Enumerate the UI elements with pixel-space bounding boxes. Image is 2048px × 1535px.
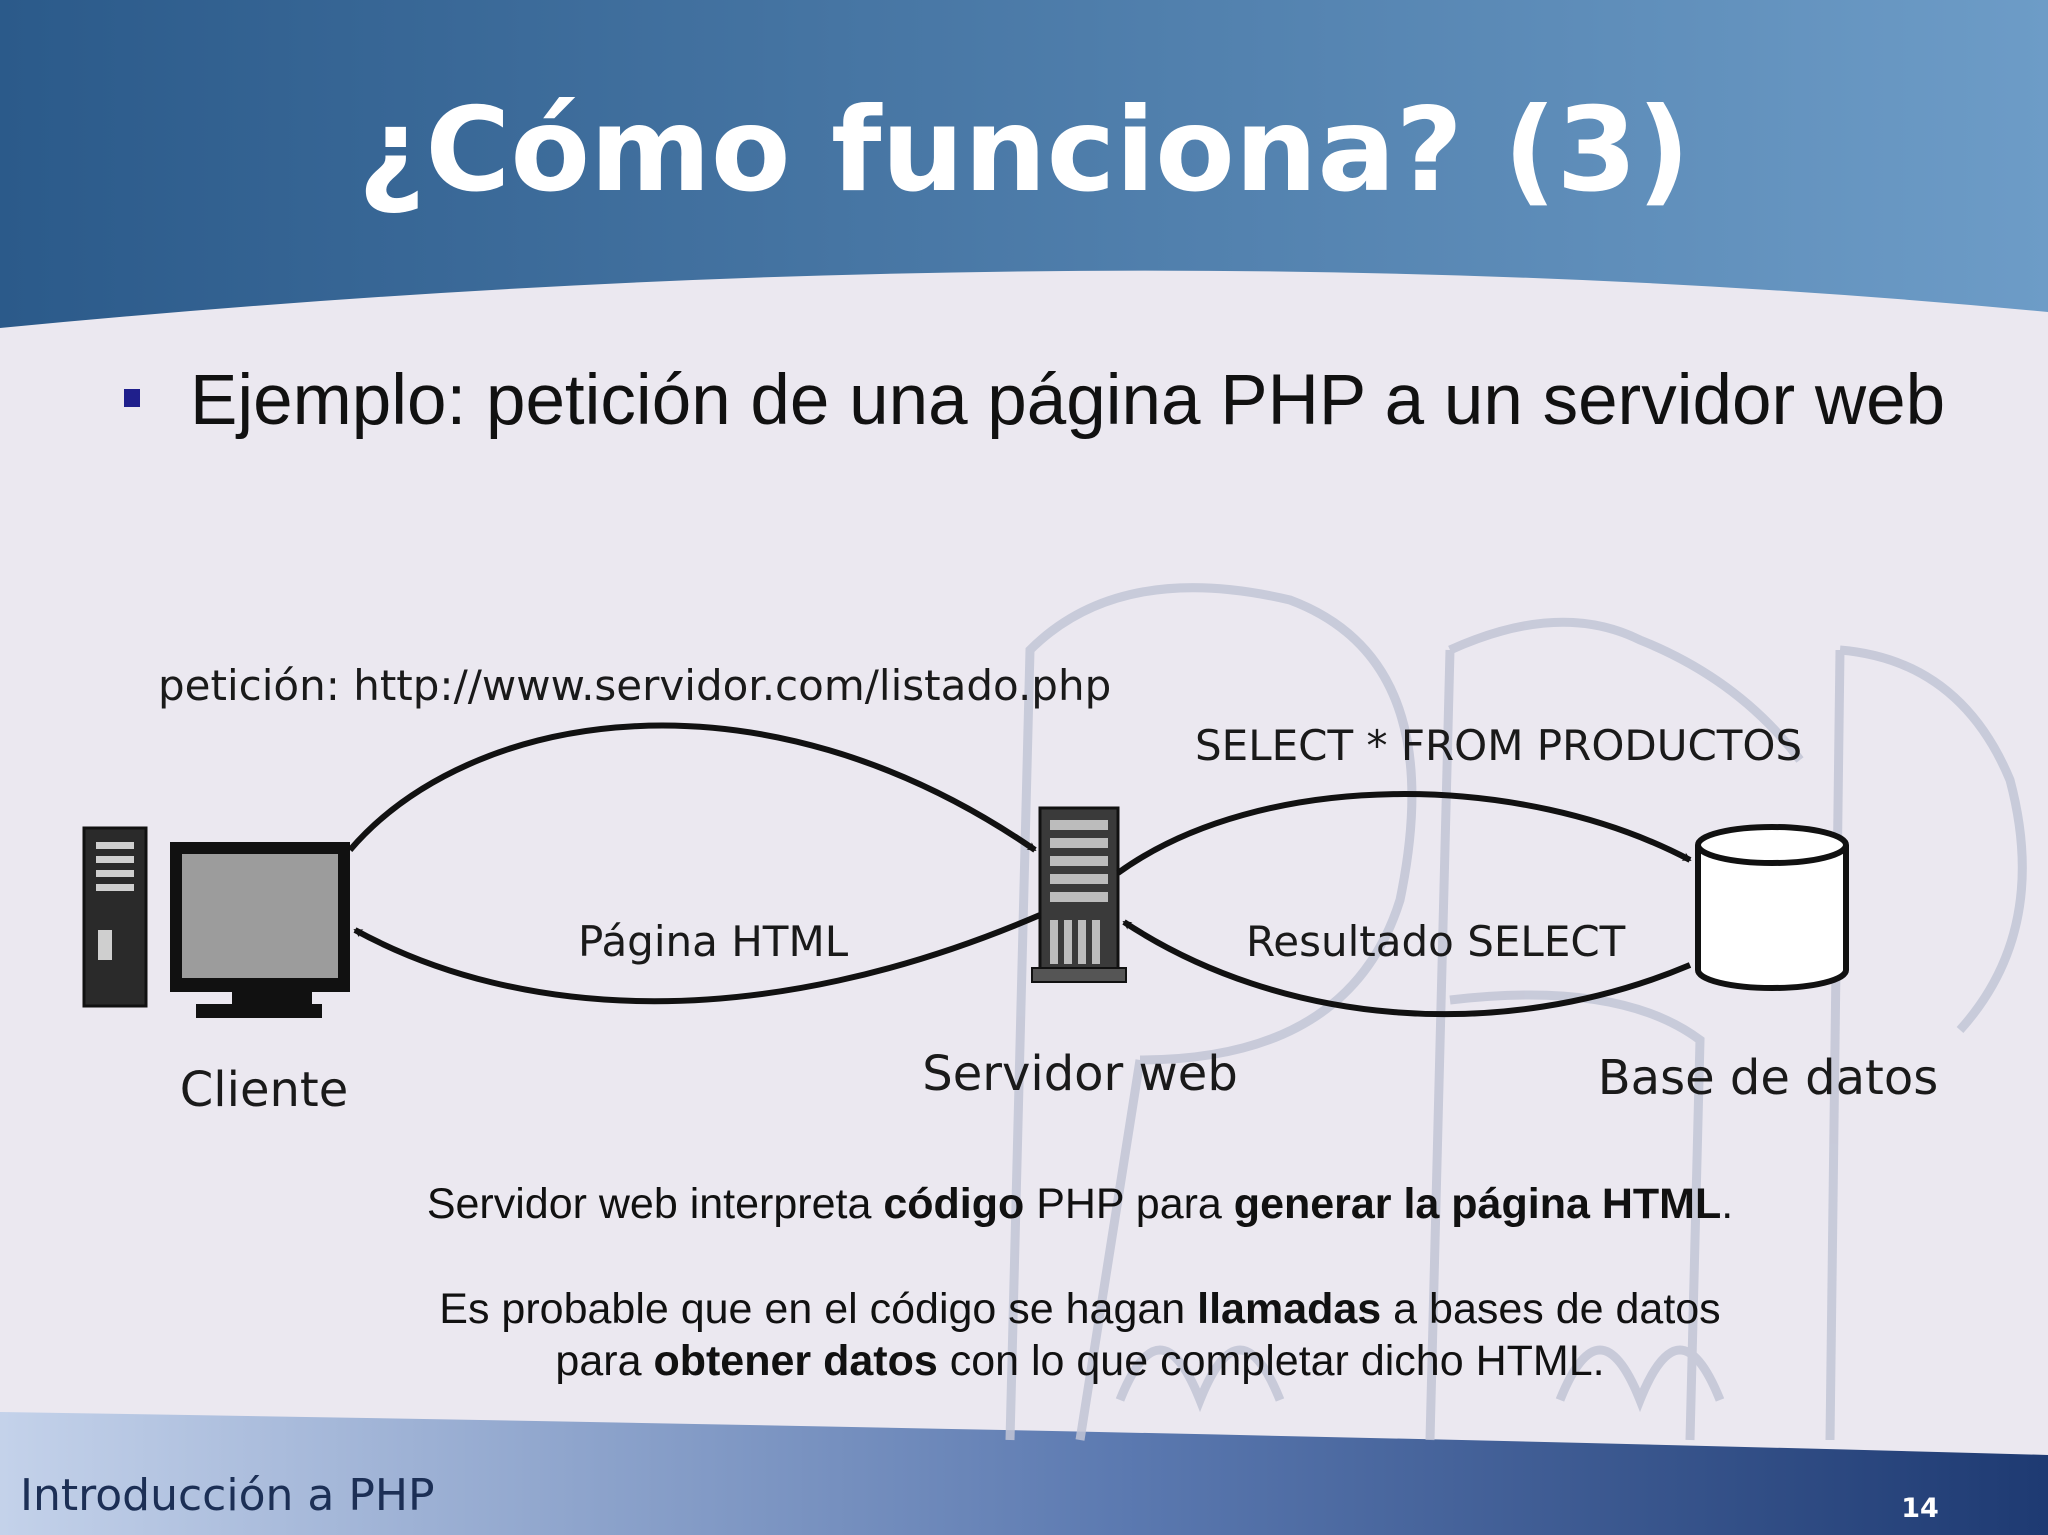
result-label: Resultado SELECT — [1246, 917, 1626, 966]
caption-line-3: para obtener datos con lo que completar … — [555, 1337, 1605, 1385]
query-label: SELECT * FROM PRODUCTOS — [1195, 721, 1802, 770]
bullet-square-icon — [124, 389, 140, 407]
client-computer-icon — [82, 826, 350, 1018]
request-label: petición: http://www.servidor.com/listad… — [158, 661, 1111, 710]
web-server-icon — [1031, 806, 1127, 983]
result-arrow — [1122, 919, 1692, 1018]
bullet-text: Ejemplo: petición de una página PHP a un… — [190, 361, 1946, 440]
header-band — [0, 0, 2048, 328]
html-page-arrow — [353, 912, 1042, 1005]
slide-title: ¿Cómo funciona? (3) — [357, 83, 1691, 218]
page-number: 14 — [1901, 1493, 1939, 1524]
caption-line-1: Servidor web interpreta código PHP para … — [426, 1180, 1734, 1228]
database-icon — [1695, 824, 1849, 991]
html-page-label: Página HTML — [578, 917, 849, 966]
database-label: Base de datos — [1598, 1050, 1938, 1106]
query-arrow — [1116, 791, 1692, 876]
footer-band — [0, 1412, 2048, 1535]
footer-title: Introducción a PHP — [20, 1470, 435, 1521]
server-label: Servidor web — [922, 1046, 1238, 1102]
php-watermark — [1005, 583, 2027, 1441]
caption-line-2: Es probable que en el código se hagan ll… — [439, 1285, 1721, 1333]
client-label: Cliente — [180, 1062, 349, 1118]
request-arrow — [347, 722, 1037, 853]
